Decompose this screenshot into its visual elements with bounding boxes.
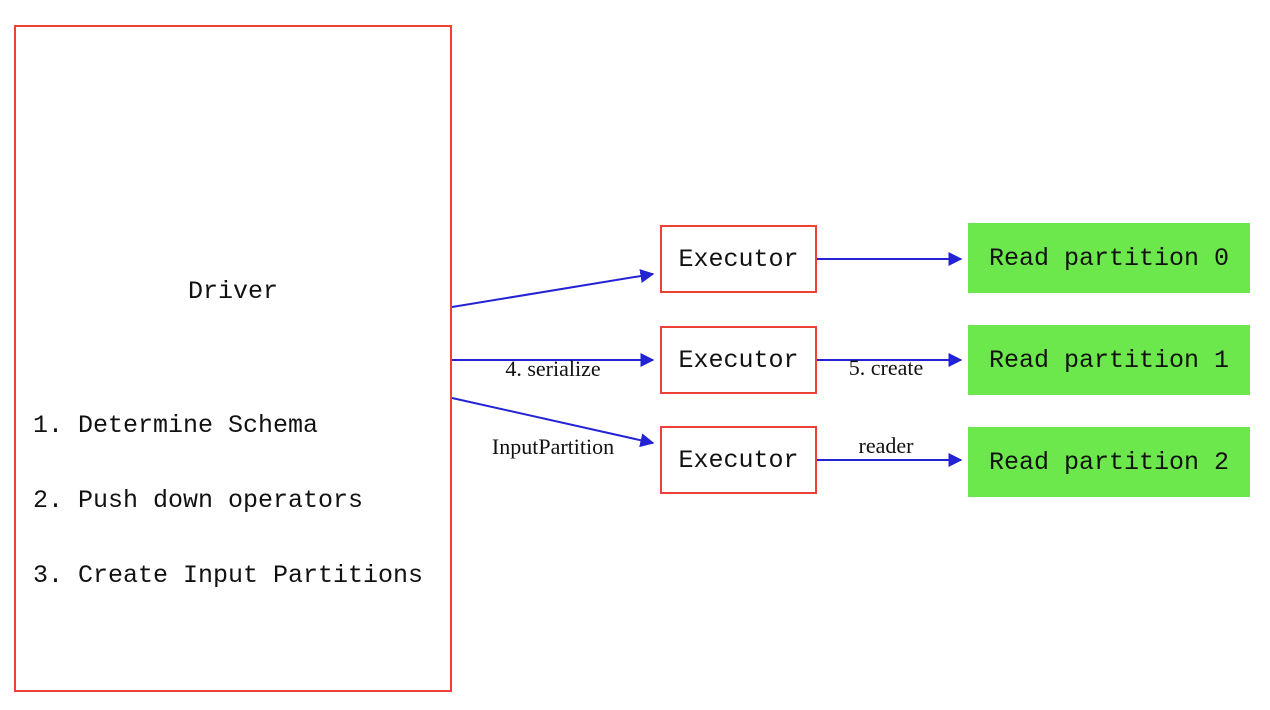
read-partition-label: Read partition 2	[988, 447, 1230, 477]
executor-label: Executor	[678, 244, 799, 274]
driver-title: Driver	[187, 277, 278, 306]
executor-box-2: Executor	[660, 426, 817, 494]
edge-driver-to-executor-0	[451, 269, 655, 308]
executor-label: Executor	[678, 345, 799, 375]
read-partition-label: Read partition 0	[988, 243, 1230, 273]
executor-box-0: Executor	[660, 225, 817, 293]
executor-label: Executor	[678, 445, 799, 475]
serialize-edge-label: 4. serialize InputPartition	[453, 304, 653, 512]
driver-step-2: 2. Push down operators	[33, 486, 364, 515]
driver-step-3: 3. Create Input Partitions	[33, 561, 424, 590]
driver-box	[14, 25, 452, 692]
read-partition-box-2: Read partition 2	[968, 427, 1250, 497]
create-reader-edge-label-line2: reader	[858, 433, 914, 458]
read-partition-box-0: Read partition 0	[968, 223, 1250, 293]
driver-step-1: 1. Determine Schema	[33, 411, 319, 440]
serialize-edge-label-line1: 4. serialize	[505, 356, 601, 381]
executor-box-1: Executor	[660, 326, 817, 394]
read-partition-label: Read partition 1	[988, 345, 1230, 375]
create-reader-edge-label-line1: 5. create	[848, 355, 924, 380]
serialize-edge-label-line2: InputPartition	[491, 434, 615, 459]
driver-steps: 1. Determine Schema 2. Push down operato…	[33, 363, 423, 638]
create-reader-edge-label: 5. create reader	[786, 303, 986, 511]
read-partition-box-1: Read partition 1	[968, 325, 1250, 395]
